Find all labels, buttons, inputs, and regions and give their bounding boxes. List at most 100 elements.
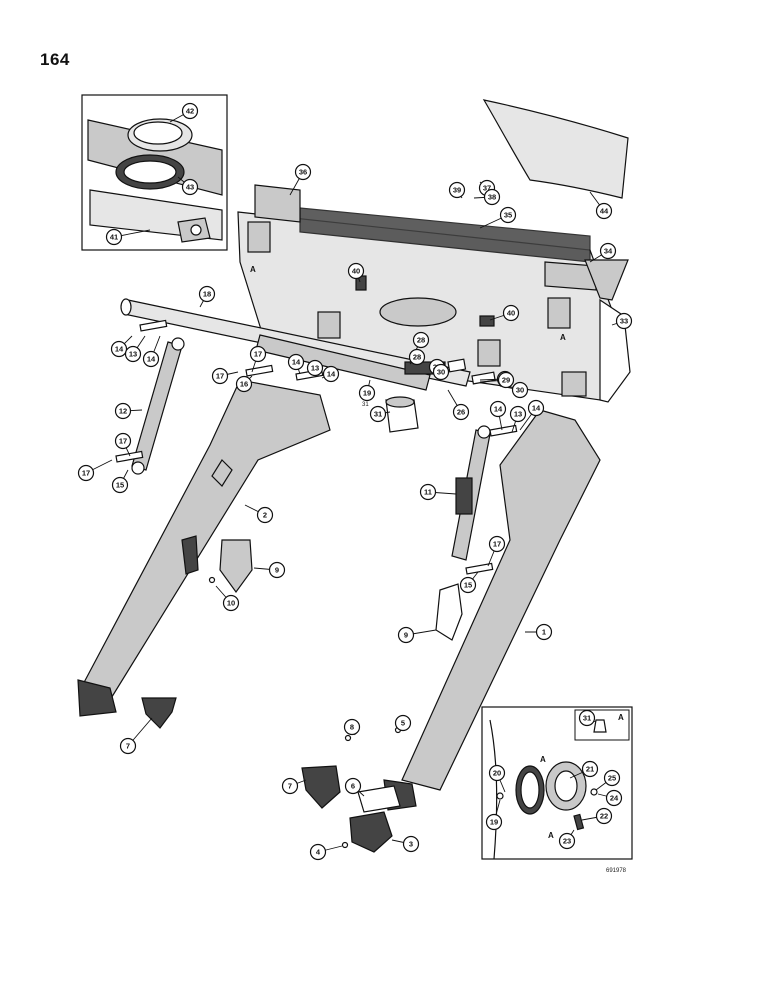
callout-42: 42 bbox=[181, 102, 199, 120]
callout-number: 7 bbox=[288, 782, 292, 791]
callout-number: 16 bbox=[240, 380, 248, 389]
callout-30: 30 bbox=[511, 381, 529, 399]
inset-mark-top: A bbox=[540, 755, 546, 764]
callout-39: 39 bbox=[448, 181, 466, 199]
callout-number: 13 bbox=[129, 350, 137, 359]
callout-circle bbox=[448, 181, 466, 199]
callout-number: 37 bbox=[483, 184, 491, 193]
callout-9: 9 bbox=[397, 626, 415, 644]
callout-24: 24 bbox=[605, 789, 623, 807]
callout-number: 36 bbox=[299, 168, 307, 177]
right-arm bbox=[401, 409, 601, 791]
callout-14: 14 bbox=[489, 400, 507, 418]
callout-circle bbox=[198, 285, 216, 303]
callout-6: 6 bbox=[344, 777, 362, 795]
callout-number: 28 bbox=[417, 336, 425, 345]
callout-circle bbox=[419, 483, 437, 501]
callout-number: 29 bbox=[502, 376, 510, 385]
callout-number: 14 bbox=[115, 345, 124, 354]
callout-number: 17 bbox=[493, 540, 501, 549]
callout-number: 17 bbox=[216, 372, 224, 381]
callout-17: 17 bbox=[114, 432, 132, 450]
callout-circle bbox=[394, 714, 412, 732]
callout-number: 31 bbox=[374, 410, 382, 419]
callout-number: 18 bbox=[203, 290, 211, 299]
callout-14: 14 bbox=[287, 353, 305, 371]
callout-number: 11 bbox=[424, 488, 432, 497]
callout-number: 39 bbox=[453, 186, 461, 195]
callout-number: 35 bbox=[504, 211, 512, 220]
callout-number: 4 bbox=[316, 848, 321, 857]
callout-number: 34 bbox=[604, 247, 613, 256]
callout-17: 17 bbox=[488, 535, 506, 553]
callout-number: 30 bbox=[437, 368, 445, 377]
callout-14: 14 bbox=[142, 350, 160, 368]
mount-casting-left bbox=[141, 697, 177, 729]
callout-number: 42 bbox=[186, 107, 194, 116]
callout-circle bbox=[599, 242, 617, 260]
page-number: 164 bbox=[40, 50, 70, 69]
callout-circle bbox=[369, 405, 387, 423]
callout-circle bbox=[77, 464, 95, 482]
callout-14: 14 bbox=[110, 340, 128, 358]
callout-circle bbox=[309, 843, 327, 861]
inset-mark-bottom: A bbox=[548, 831, 554, 840]
callout-circle bbox=[499, 206, 517, 224]
callout-number: 2 bbox=[263, 511, 267, 520]
callout-17: 17 bbox=[77, 464, 95, 482]
callout-number: 6 bbox=[351, 782, 355, 791]
callout-circle bbox=[211, 367, 229, 385]
blade-plate bbox=[482, 99, 629, 199]
callout-circle bbox=[358, 384, 376, 402]
callout-circle bbox=[119, 737, 137, 755]
callout-circle bbox=[412, 331, 430, 349]
tube-19 bbox=[255, 334, 431, 391]
callout-circle bbox=[488, 764, 506, 782]
callout-9: 9 bbox=[268, 561, 286, 579]
callout-number: 5 bbox=[401, 719, 405, 728]
callouts: 4243413644373938353433404018141314171617… bbox=[77, 102, 633, 861]
callout-circle bbox=[235, 375, 253, 393]
callout-43: 43 bbox=[181, 178, 199, 196]
gasket bbox=[357, 785, 401, 813]
callout-circle bbox=[114, 432, 132, 450]
callout-circle bbox=[142, 350, 160, 368]
callout-number: 28 bbox=[413, 353, 421, 362]
callout-circle bbox=[344, 777, 362, 795]
callout-33: 33 bbox=[615, 312, 633, 330]
callout-circle bbox=[497, 371, 515, 389]
callout-number: 20 bbox=[493, 769, 501, 778]
callout-number: 40 bbox=[507, 309, 515, 318]
callout-number: 13 bbox=[514, 410, 522, 419]
callout-15: 15 bbox=[111, 476, 129, 494]
callout-number: 26 bbox=[457, 408, 465, 417]
callout-number: 1 bbox=[542, 628, 546, 637]
callout-number: 14 bbox=[327, 370, 336, 379]
callout-number: 14 bbox=[494, 405, 503, 414]
callout-number: 43 bbox=[186, 183, 194, 192]
callout-10: 10 bbox=[222, 594, 240, 612]
callout-19: 19 bbox=[358, 384, 376, 402]
callout-number: 12 bbox=[119, 407, 127, 416]
callout-circle bbox=[509, 405, 527, 423]
callout-circle bbox=[397, 626, 415, 644]
frame-mark-left: A bbox=[250, 265, 256, 274]
mount-casting-right bbox=[301, 765, 341, 809]
callout-number: 15 bbox=[464, 581, 472, 590]
callout-29: 29 bbox=[497, 371, 515, 389]
callout-circle bbox=[615, 312, 633, 330]
callout-circle bbox=[322, 365, 340, 383]
callout-number: 9 bbox=[404, 631, 408, 640]
callout-circle bbox=[603, 769, 621, 787]
callout-number: 25 bbox=[608, 774, 616, 783]
left-arm bbox=[79, 379, 331, 701]
callout-7: 7 bbox=[119, 737, 137, 755]
callout-15: 15 bbox=[459, 576, 477, 594]
callout-circle bbox=[535, 623, 553, 641]
callout-41: 41 bbox=[105, 228, 123, 246]
callout-circle bbox=[558, 832, 576, 850]
callout-number: 17 bbox=[254, 350, 262, 359]
callout-circle bbox=[347, 262, 365, 280]
callout-circle bbox=[306, 359, 324, 377]
callout-number: 41 bbox=[110, 233, 118, 242]
